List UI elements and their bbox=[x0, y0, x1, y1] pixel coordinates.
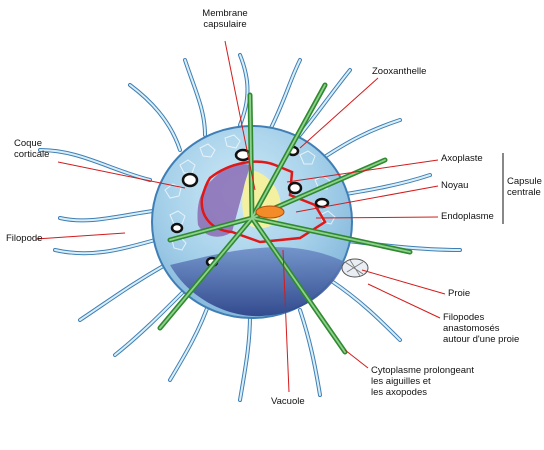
label-filopodes-anastomoses: Filopodes anastomosés autour d'une proie bbox=[443, 312, 520, 345]
label-filopode: Filopode bbox=[6, 233, 43, 244]
label-proie: Proie bbox=[448, 288, 471, 299]
central-capsule-left bbox=[197, 163, 250, 237]
label-vacuole: Vacuole bbox=[271, 396, 305, 407]
label-endoplasme: Endoplasme bbox=[441, 211, 494, 222]
label-cytoplasme: Cytoplasme prolongeant les aiguilles et … bbox=[371, 365, 474, 398]
prey bbox=[341, 258, 369, 278]
leader-lines bbox=[35, 40, 446, 393]
nucleus bbox=[255, 205, 285, 219]
label-capsule-centrale: Capsule centrale bbox=[507, 176, 542, 198]
label-noyau: Noyau bbox=[441, 180, 469, 191]
label-zooxanthelle: Zooxanthelle bbox=[372, 66, 427, 77]
spines bbox=[157, 82, 413, 355]
label-coque-corticale: Coque corticale bbox=[14, 138, 50, 160]
label-axoplaste: Axoplaste bbox=[441, 153, 483, 164]
label-membrane-capsulaire: Membrane capsulaire bbox=[202, 8, 248, 30]
